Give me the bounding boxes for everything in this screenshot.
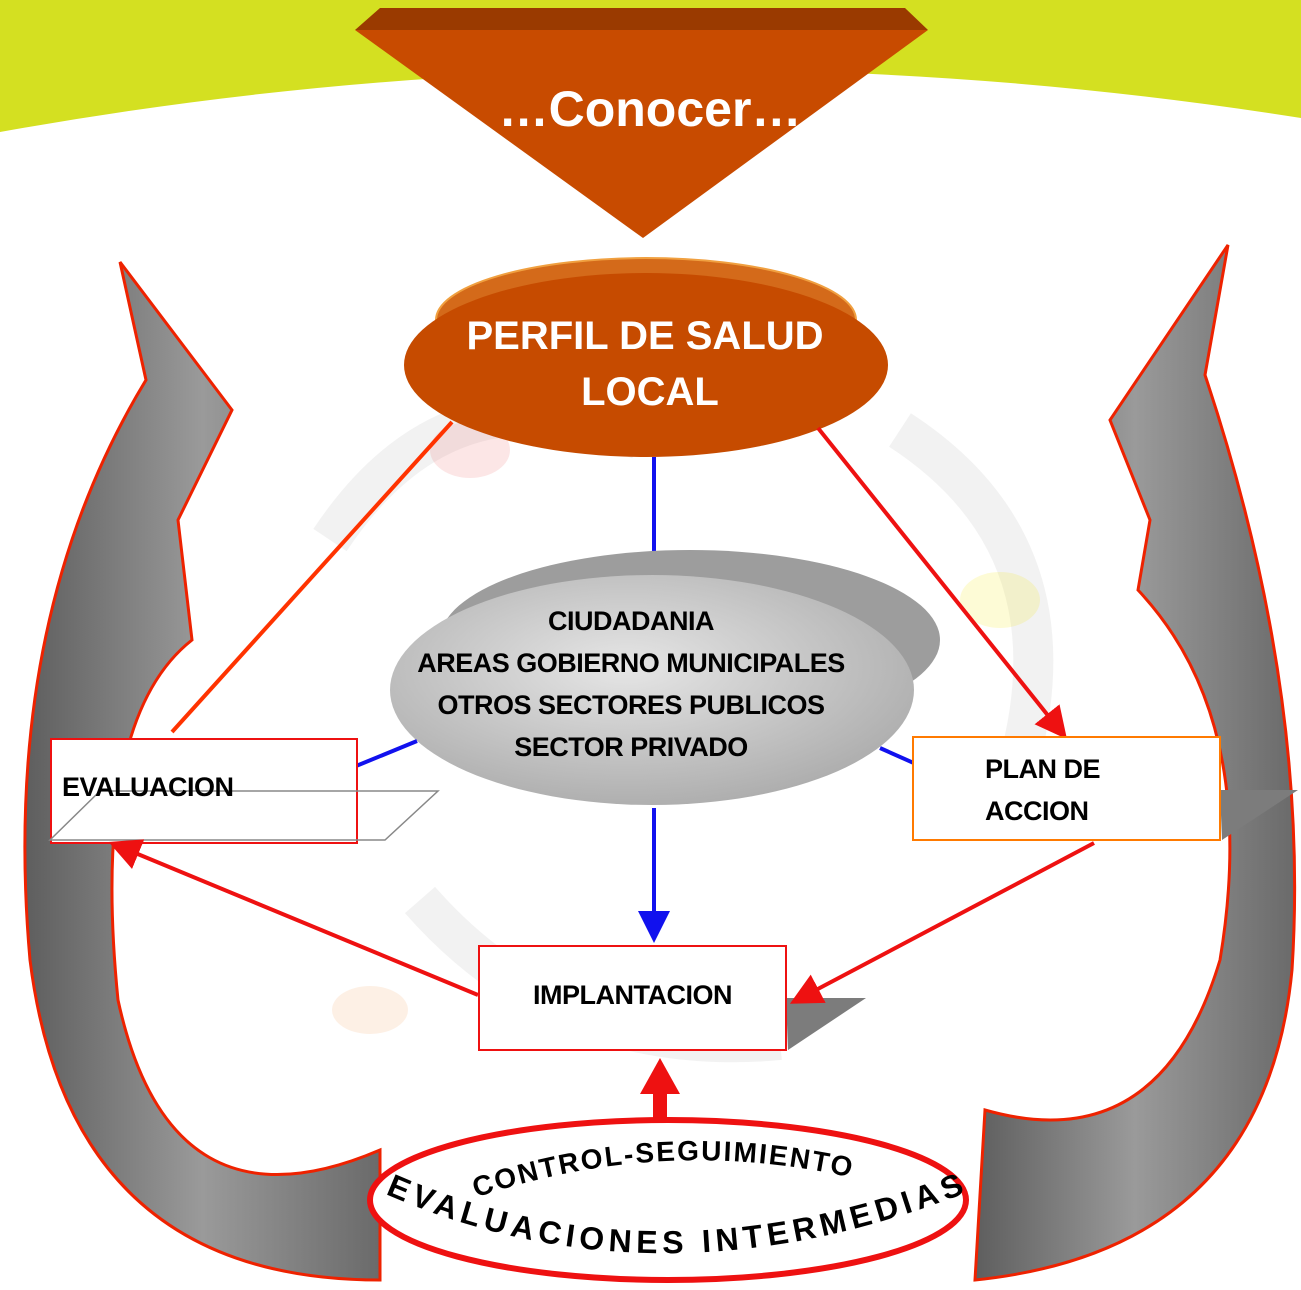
implantacion-box [478, 945, 787, 1051]
perfil-title-line1: PERFIL DE SALUD [466, 314, 824, 358]
implantacion-label: IMPLANTACION [533, 980, 732, 1010]
conocer-title: …Conocer… [498, 81, 802, 137]
control-ellipse [367, 1117, 969, 1283]
arrow-perfil-plan [816, 426, 1067, 740]
center-stakeholders: CIUDADANIA AREAS GOBIERNO MUNICIPALES OT… [400, 600, 862, 768]
stakeholder-otros-sectores: OTROS SECTORES PUBLICOS [437, 690, 825, 720]
arrow-implantacion-evaluacion [108, 839, 479, 997]
evaluacion-label: EVALUACION [62, 772, 234, 802]
plan-box-shadow [1220, 790, 1298, 840]
conocer-triangle-edge [355, 8, 928, 30]
perfil-title-line2: LOCAL [581, 370, 719, 414]
plan-box [912, 736, 1221, 841]
plan-label: PLAN DE ACCION [985, 748, 1155, 832]
stakeholder-areas-gobierno: AREAS GOBIERNO MUNICIPALES [417, 648, 845, 678]
perfil-title: PERFIL DE SALUD LOCAL [420, 308, 870, 420]
perfil-ellipse [404, 273, 888, 457]
stakeholder-sector-privado: SECTOR PRIVADO [514, 732, 748, 762]
plan-label-line1: PLAN DE [985, 754, 1101, 784]
evaluacion-box-skew [48, 790, 440, 841]
line-perfil-evaluacion [170, 420, 454, 734]
background-leaves [332, 422, 1040, 1034]
conocer-triangle [355, 30, 928, 238]
implantacion-box-shadow [786, 998, 866, 1050]
plan-label-line2: ACCION [985, 796, 1089, 826]
stakeholder-ciudadania: CIUDADANIA [548, 606, 715, 636]
center-ellipse [390, 575, 914, 805]
arrow-plan-implantacion [789, 841, 1095, 1004]
arrow-control-head [640, 1058, 680, 1094]
